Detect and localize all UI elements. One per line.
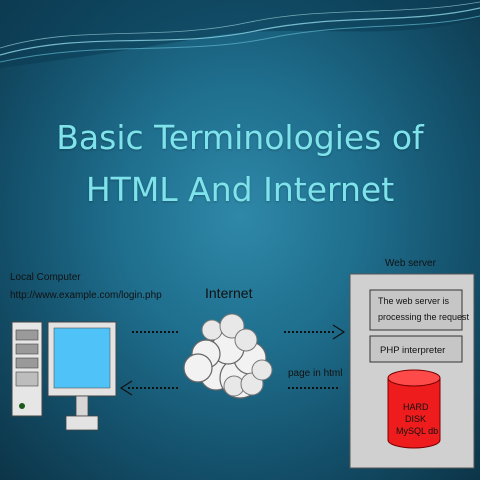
database-icon: HARD DISK MySQL db	[387, 369, 441, 449]
page-in-html-label: page in html	[288, 368, 342, 379]
response-arrow-to-computer	[119, 380, 180, 396]
title-line-1: Basic Terminologies of	[56, 118, 424, 157]
header-waves	[0, 0, 480, 68]
server-box-2-label: PHP interpreter	[380, 345, 445, 356]
request-arrow-to-server	[284, 324, 346, 340]
server-box-1-line-1: The web server is	[378, 296, 450, 306]
title-line-2: HTML And Internet	[85, 170, 395, 209]
url-label: http://www.example.com/login.php	[10, 290, 162, 301]
local-computer-label: Local Computer	[10, 272, 81, 283]
monitor-icon	[47, 321, 117, 431]
internet-label: Internet	[205, 285, 253, 301]
db-label-line-2: DISK	[405, 414, 426, 424]
db-label-line-1: HARD	[403, 402, 429, 412]
web-server-label: Web server	[385, 258, 437, 269]
web-request-diagram: Local Computer http://www.example.com/lo…	[10, 258, 475, 469]
computer-tower-icon	[11, 321, 43, 417]
server-box-1-line-2: processing the request	[378, 312, 470, 322]
slide-title: Basic Terminologies of HTML And Internet	[0, 112, 480, 216]
db-label-line-3: MySQL db	[396, 426, 438, 436]
cloud-icon	[183, 313, 273, 399]
